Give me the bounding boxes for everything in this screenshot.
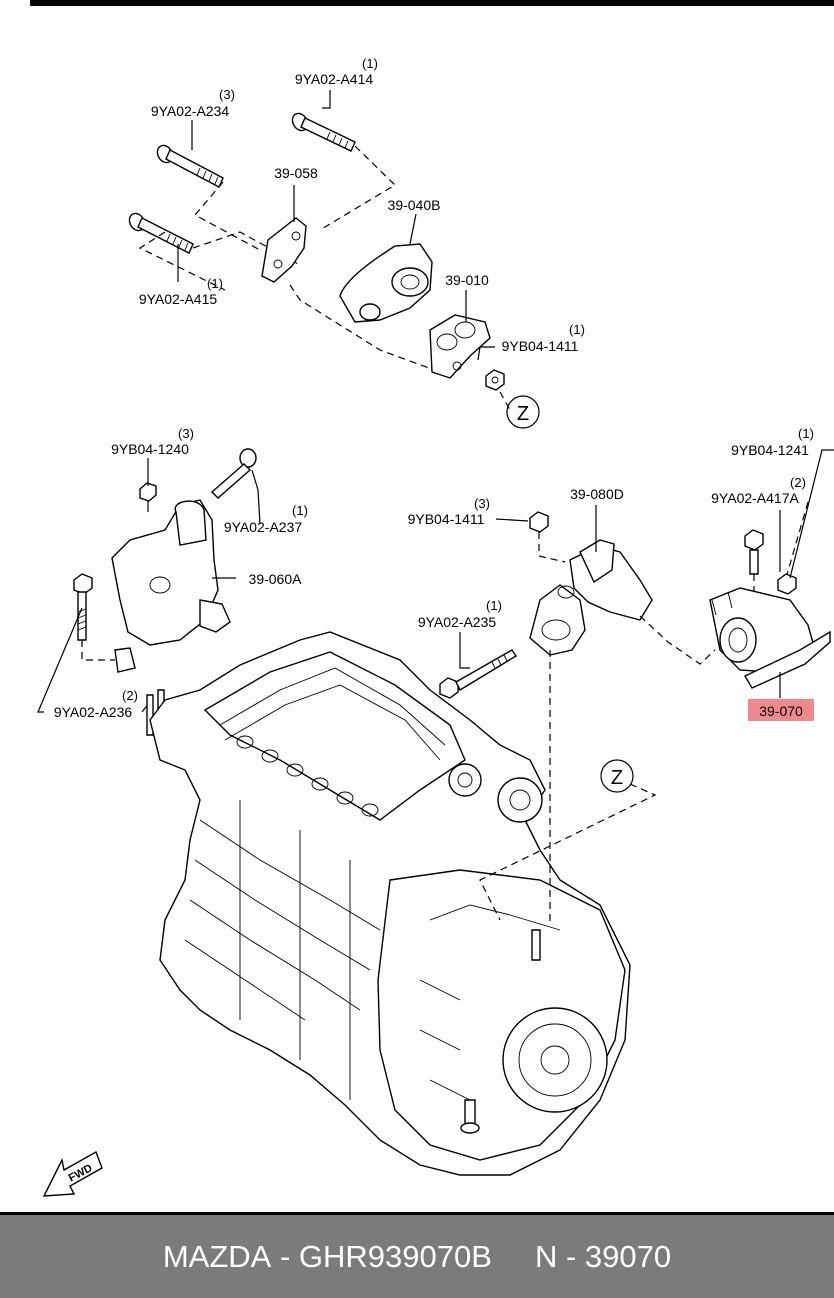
- label-1241: 9YB04-1241: [731, 442, 809, 458]
- label-39-040b: 39-040B: [388, 197, 441, 213]
- engine-transmission-assembly: [149, 631, 631, 1176]
- qty-a414: (1): [362, 56, 378, 71]
- nut-1411-top: [485, 369, 505, 391]
- footer-bar: MAZDA - GHR939070B N - 39070: [0, 1212, 834, 1298]
- label-39-080d: 39-080D: [570, 486, 624, 502]
- nut-1411-center: [529, 511, 549, 533]
- qty-1241: (1): [798, 426, 814, 441]
- highlight-box: [748, 699, 814, 721]
- parts-diagram: Z: [37, 56, 834, 1197]
- bolt-a236: [73, 573, 93, 641]
- label-a417a: 9YA02-A417A: [711, 490, 799, 506]
- label-a235: 9YA02-A235: [418, 614, 497, 630]
- qty-1240: (3): [178, 426, 194, 441]
- label-a237: 9YA02-A237: [224, 519, 303, 535]
- qty-1411-center: (3): [474, 496, 490, 511]
- bolt-a237: [210, 448, 257, 499]
- mount-39-080d: [529, 539, 653, 656]
- mount-39-040b: [339, 243, 433, 323]
- bolt-a415: [128, 212, 194, 254]
- label-a415: 9YA02-A415: [139, 291, 218, 307]
- qty-a234: (3): [219, 87, 235, 102]
- highlight-39-070: 39-070: [748, 699, 814, 721]
- qty-a237: (1): [292, 503, 308, 518]
- qty-a417a: (2): [790, 475, 806, 490]
- mount-39-060a: [111, 499, 231, 673]
- footer-code: N - 39070: [535, 1238, 672, 1274]
- ref-z-top-letter: Z: [517, 403, 529, 425]
- footer-part-number: GHR939070B: [298, 1238, 492, 1274]
- ref-z-mid: Z: [600, 759, 634, 793]
- ref-z-top: Z: [506, 395, 540, 429]
- label-a236: 9YA02-A236: [54, 704, 133, 720]
- mount-39-070: [709, 587, 831, 689]
- fwd-arrow-icon: FWD: [42, 1150, 103, 1197]
- bolt-a235: [439, 649, 517, 699]
- label-a414: 9YA02-A414: [295, 71, 374, 87]
- qty-1411-top: (1): [569, 322, 585, 337]
- top-rule: [30, 0, 834, 6]
- label-1411-top: 9YB04-1411: [502, 338, 579, 354]
- qty-a415: (1): [207, 276, 223, 291]
- label-39-058: 39-058: [274, 165, 318, 181]
- label-1411-center: 9YB04-1411: [408, 511, 485, 527]
- qty-a236: (2): [122, 688, 138, 703]
- footer-brand: MAZDA: [162, 1238, 272, 1274]
- nut-1240: [139, 482, 157, 502]
- label-a234: 9YA02-A234: [151, 103, 230, 119]
- ref-z-mid-letter: Z: [611, 767, 623, 789]
- bracket-39-058: [261, 217, 307, 283]
- footer-sep: -: [271, 1238, 299, 1274]
- bracket-39-010: [429, 314, 491, 379]
- bolt-a234: [156, 144, 224, 188]
- label-39-060a: 39-060A: [249, 571, 303, 587]
- label-39-010: 39-010: [445, 272, 489, 288]
- bolt-a414: [291, 112, 356, 152]
- qty-a235: (1): [486, 598, 502, 613]
- label-1240: 9YB04-1240: [111, 441, 189, 457]
- bolt-a417a: [744, 529, 764, 575]
- label-39-070: 39-070: [759, 703, 803, 719]
- footer-gap: [492, 1239, 535, 1275]
- nut-1241: [777, 573, 797, 595]
